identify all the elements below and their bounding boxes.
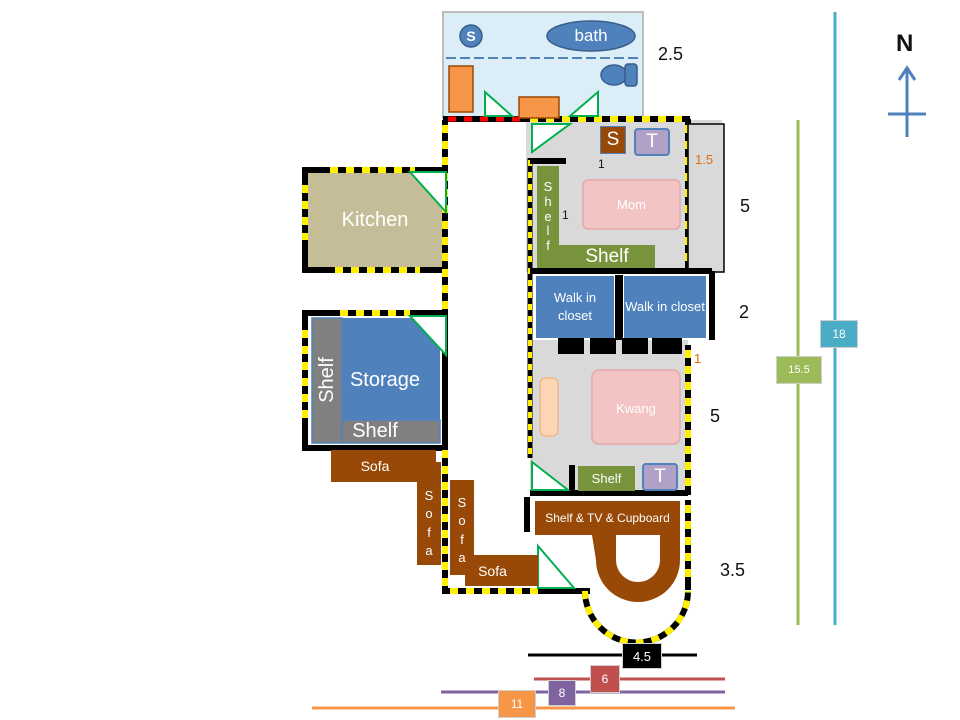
closet-base-1	[558, 338, 584, 354]
dim-shelf-small: 1	[562, 208, 569, 222]
dim-closet-height: 2	[739, 302, 750, 322]
dim-closet-small: 1	[694, 351, 702, 366]
tv-unit	[535, 501, 680, 535]
storage-shelf-side	[311, 317, 343, 444]
shelf-letter: h	[544, 193, 552, 209]
tag-width-red: 6	[590, 665, 620, 693]
sofa-mid-label: S o f a	[417, 482, 441, 565]
closet-base-4	[652, 338, 682, 354]
shelf-letter: l	[546, 223, 550, 239]
mom-shelf-bottom: Shelf	[559, 245, 655, 268]
shelf-letter: e	[544, 208, 552, 224]
sofa-letter: a	[458, 549, 466, 565]
walkin-closet-left: Walk in closet	[536, 276, 614, 338]
bath-door-right	[567, 89, 599, 117]
dim-mom-right-small: 1.5	[695, 152, 714, 167]
dim-s-box-small: 1	[598, 157, 605, 171]
tv-unit-curve-fill	[616, 535, 660, 560]
dim-mom-height: 5	[740, 196, 751, 216]
dim-bath-height: 2.5	[658, 44, 684, 64]
storage-shelf-bottom	[341, 419, 441, 444]
sofa-letter: a	[425, 542, 433, 558]
sofa-letter: f	[460, 531, 464, 547]
tag-width-orange: 11	[498, 690, 536, 718]
walkin-closet-right: Walk in closet	[624, 276, 706, 338]
bath-cabinet	[448, 65, 474, 113]
storage-door	[407, 315, 447, 358]
storage-label: Storage	[349, 368, 421, 391]
kitchen-floor	[302, 167, 448, 273]
s-box: S	[600, 126, 626, 154]
mom-label: Mom	[617, 197, 646, 212]
shelf-letter: S	[543, 178, 553, 194]
mom-bed	[582, 179, 681, 230]
sofa-letter: o	[425, 506, 433, 522]
toilet-tank	[624, 63, 638, 87]
closet-base-3	[622, 338, 648, 354]
compass-label: N	[896, 30, 914, 57]
kitchen-door	[407, 171, 447, 215]
kwang-bed	[591, 369, 681, 445]
closet-base-2	[590, 338, 616, 354]
tv-unit-label: Shelf & TV & Cupboard	[545, 510, 670, 525]
t-box-top: T	[634, 128, 670, 156]
mom-shelf-vertical: S h e l f	[537, 166, 559, 268]
toilet-bowl	[600, 64, 628, 86]
dim-kwang-height: 5	[710, 406, 721, 426]
kitchen-label: Kitchen	[341, 208, 409, 231]
sofa-letter: f	[427, 524, 431, 540]
sofa-right-label: S o f a	[450, 488, 474, 573]
dim-living-height: 3.5	[720, 560, 746, 580]
kwang-shelf: Shelf	[578, 466, 635, 491]
shelf-letter: f	[546, 238, 550, 254]
bath-label: bath	[574, 26, 608, 45]
tag-width-purple: 8	[548, 680, 576, 706]
storage-shelf-side-label: Shelf	[315, 357, 338, 403]
storage-shelf-bottom-label: Shelf	[352, 420, 398, 442]
sofa-letter: S	[424, 488, 434, 504]
kwang-armchair	[539, 377, 559, 437]
mom-alcove	[687, 123, 725, 273]
bath-door-left	[484, 89, 515, 117]
bath-sink	[518, 96, 560, 119]
sofa-top-label: Sofa	[360, 458, 390, 474]
sofa-bottom-label: Sofa	[478, 563, 507, 579]
sofa-mid	[417, 462, 441, 565]
compass-arrow	[897, 65, 917, 81]
t-box-bottom: T	[642, 463, 678, 491]
kwang-door	[531, 459, 571, 491]
sofa-letter: S	[457, 495, 467, 511]
bay-window	[582, 590, 691, 646]
bathtub	[546, 20, 636, 52]
sofa-bottom	[465, 555, 538, 586]
living-door	[537, 543, 577, 589]
mom-door	[531, 123, 574, 154]
shower	[459, 24, 483, 48]
shower-label: S	[466, 28, 476, 44]
mom-shelf-vertical-letters: S h e l f	[537, 166, 559, 268]
kwang-label: Kwang	[616, 400, 656, 416]
tag-width-black: 4.5	[622, 643, 662, 669]
tag-height-green: 15.5	[776, 356, 822, 384]
closet-divider	[615, 275, 623, 340]
tag-height-blue: 18	[820, 320, 858, 348]
sofa-letter: o	[458, 513, 466, 529]
storage-floor	[340, 318, 440, 420]
